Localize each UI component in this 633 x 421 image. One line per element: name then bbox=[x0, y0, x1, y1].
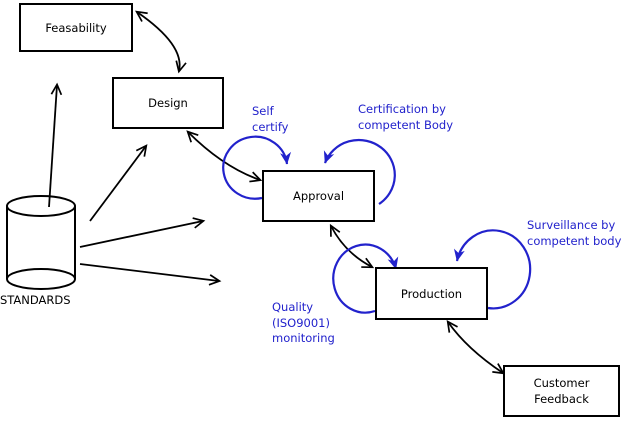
node-production: Production bbox=[375, 267, 488, 320]
node-design-label: Design bbox=[148, 96, 188, 110]
annotation-surveillance: Surveillance by competent body bbox=[527, 217, 621, 249]
node-design: Design bbox=[112, 77, 224, 129]
node-customer-feedback-line1: Customer bbox=[533, 376, 590, 390]
annotation-quality-line3: monitoring bbox=[272, 331, 335, 345]
annotation-certification-line2: competent Body bbox=[358, 118, 454, 132]
arrow-standards-to-feasability bbox=[48, 82, 63, 208]
annotation-quality-line2: (ISO9001) bbox=[272, 315, 330, 330]
annotation-surveillance-line2: competent body bbox=[527, 234, 622, 248]
loop-quality-monitoring bbox=[332, 243, 399, 314]
node-feasability-label: Feasability bbox=[45, 20, 107, 35]
arrow-standards-to-design bbox=[89, 144, 148, 222]
annotation-self-certify-line1: Self bbox=[252, 104, 274, 118]
standards-cylinder bbox=[6, 195, 76, 290]
arrow-feasability-design bbox=[135, 10, 187, 74]
loop-self-certify bbox=[222, 135, 292, 200]
loop-certification bbox=[323, 138, 396, 205]
node-feasability: Feasability bbox=[19, 3, 133, 52]
node-approval: Approval bbox=[262, 170, 375, 222]
annotation-certification: Certification by competent Body bbox=[358, 101, 453, 133]
node-customer-feedback: Customer Feedback bbox=[503, 365, 620, 417]
annotation-self-certify: Self certify bbox=[252, 103, 288, 135]
loop-surveillance bbox=[453, 229, 532, 310]
annotation-certification-line1: Certification by bbox=[358, 102, 446, 116]
arrow-production-feedback bbox=[446, 320, 505, 375]
standards-label: STANDARDS bbox=[0, 293, 71, 307]
annotation-surveillance-line1: Surveillance by bbox=[527, 218, 616, 232]
node-production-label: Production bbox=[400, 286, 463, 301]
node-approval-label: Approval bbox=[292, 189, 345, 203]
arrow-standards-to-production bbox=[79, 263, 222, 286]
annotation-self-certify-line2: certify bbox=[252, 120, 289, 134]
annotation-quality-monitoring: Quality (ISO9001) monitoring bbox=[272, 300, 335, 347]
node-customer-feedback-line2: Feedback bbox=[534, 392, 589, 406]
annotation-quality-line1: Quality bbox=[272, 300, 314, 314]
arrow-standards-to-approval bbox=[79, 217, 206, 248]
